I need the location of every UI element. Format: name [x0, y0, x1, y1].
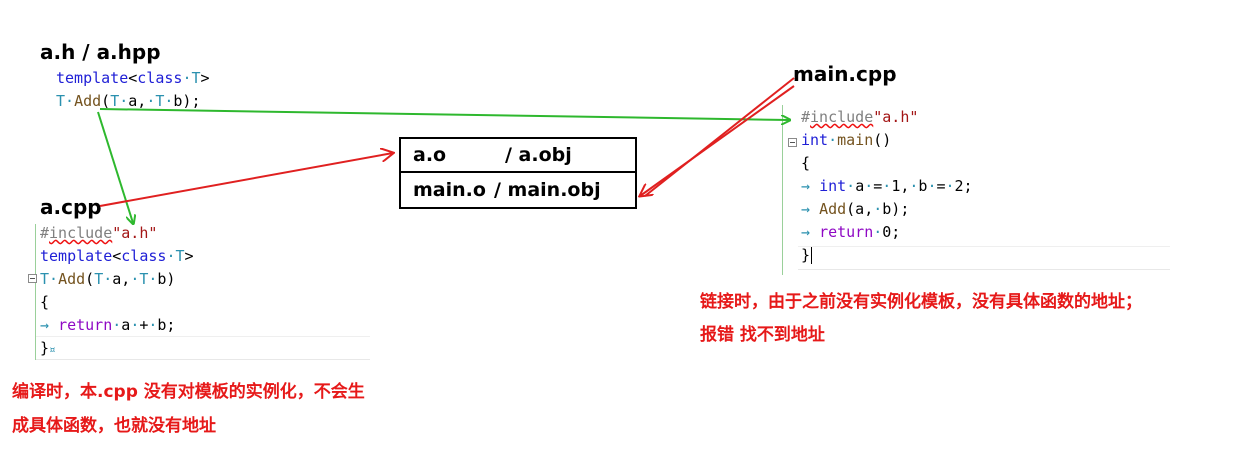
main-to-object-red-arrow [640, 85, 795, 196]
compile-note-line-2: 成具体函数，也就没有地址 [12, 416, 216, 436]
main-current-line-highlight [798, 246, 1170, 270]
object-file-a-obj-label: / a.obj [505, 144, 572, 166]
main-code-line-5: → Add(a,·b); [801, 200, 910, 218]
main-editor-gutter [782, 105, 783, 275]
cpp-code-line-6: }¤ [40, 339, 56, 357]
object-file-main-obj-label: / main.obj [494, 179, 601, 201]
cpp-code-block: #include"a.h" template<class·T> T·Add(T·… [40, 222, 370, 360]
cpp-code-line-1: #include"a.h" [40, 224, 158, 242]
main-code-line-1: #include"a.h" [801, 108, 919, 126]
cpp-current-line-highlight [36, 336, 370, 360]
main-code-line-7: } [801, 246, 813, 264]
object-file-a-label: a.o [413, 144, 447, 166]
header-code-block: template<class·T> T·Add(T·a,·T·b); [56, 67, 256, 113]
template-keyword: template [56, 69, 129, 87]
main-code-line-2: int·main() [801, 131, 892, 149]
main-file-heading: main.cpp [793, 62, 897, 86]
header-to-cpp-green-arrow [97, 111, 133, 223]
main-code-line-4: → int·a·=·1,·b·=·2; [801, 177, 973, 195]
main-code-line-6: → return·0; [801, 223, 901, 241]
main-code-block: #include"a.h" int·main() { → int·a·=·1,·… [801, 106, 1171, 268]
link-error-note-line-2: 报错 找不到地址 [700, 325, 825, 345]
object-file-main-label: main.o [413, 179, 486, 201]
cpp-code-line-2: template<class·T> [40, 247, 194, 265]
cpp-file-heading: a.cpp [40, 195, 102, 219]
cpp-code-line-4: { [40, 293, 50, 311]
main-label-red-line [644, 77, 795, 197]
cpp-code-line-3: T·Add(T·a,·T·b) [40, 270, 176, 288]
cpp-code-line-5: → return·a·+·b; [40, 316, 176, 334]
main-fold-toggle-icon[interactable] [788, 138, 797, 147]
main-code-line-3: { [801, 154, 811, 172]
cpp-to-object-red-arrow [99, 153, 393, 207]
header-to-main-green-arrow [99, 108, 789, 120]
header-code-line-2: T·Add(T·a,·T·b); [56, 92, 201, 110]
link-error-note-line-1: 链接时，由于之前没有实例化模板，没有具体函数的地址； [700, 292, 1142, 312]
object-file-main-box: main.o / main.obj [399, 171, 637, 209]
header-file-heading: a.h / a.hpp [40, 40, 161, 64]
compile-note-line-1: 编译时，本.cpp 没有对模板的实例化，不会生 [12, 382, 365, 402]
cpp-fold-toggle-icon[interactable] [28, 274, 37, 283]
header-code-line-1: template<class·T> [56, 69, 210, 87]
cpp-editor-gutter [35, 224, 36, 360]
